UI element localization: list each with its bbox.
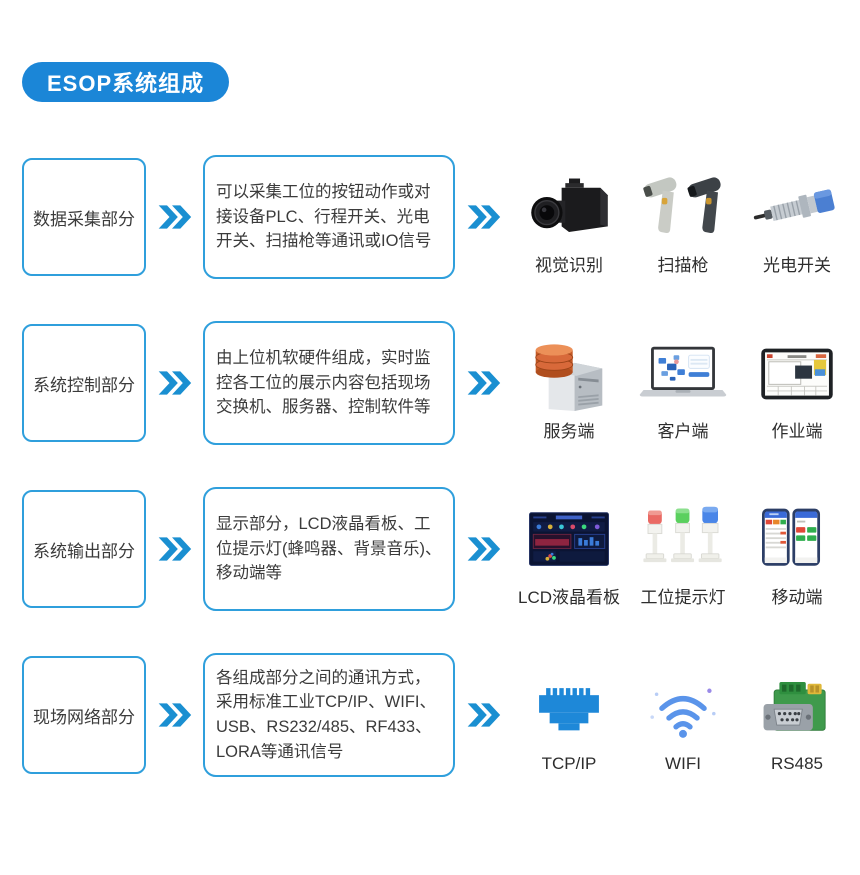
device-label: 移动端 [771,588,823,607]
device-items: TCP/IP [512,656,854,774]
double-chevron-icon [146,702,203,728]
row-data-acquisition: 数据采集部分 可以采集工位的按钮动作或对接设备PLC、行程开关、光电开关、扫描枪… [22,155,854,279]
double-chevron-icon [455,204,512,230]
device-label: 光电开关 [763,256,831,275]
device-item: TCP/IP [512,656,626,774]
row-system-control: 系统控制部分 由上位机软硬件组成，实时监控各工位的展示内容包括现场交换机、服务器… [22,321,854,445]
diagram-rows: 数据采集部分 可以采集工位的按钮动作或对接设备PLC、行程开关、光电开关、扫描枪… [22,155,854,819]
work-tablet-icon [750,335,844,413]
device-label: TCP/IP [541,754,597,773]
device-label: 作业端 [771,422,823,441]
tower-light-icon [636,501,730,579]
server-database-icon [522,335,616,413]
device-label: LCD液晶看板 [517,588,620,607]
device-label: 工位提示灯 [640,588,726,607]
device-item: WIFI [626,656,740,774]
device-item: 视觉识别 [512,158,626,276]
device-label: 服务端 [543,422,595,441]
laptop-client-icon [636,335,730,413]
lcd-dashboard-icon [522,501,616,579]
device-item: LCD液晶看板 [512,490,626,608]
double-chevron-icon [455,702,512,728]
device-label: 客户端 [657,422,709,441]
device-items: 服务端 [512,324,854,442]
device-item: 扫描枪 [626,158,740,276]
stage-description: 显示部分，LCD液晶看板、工位提示灯(蜂鸣器、背景音乐)、移动端等 [203,487,455,611]
stage-description: 各组成部分之间的通讯方式，采用标准工业TCP/IP、WIFI、USB、RS232… [203,653,455,777]
device-label: 视觉识别 [535,256,603,275]
device-item: 服务端 [512,324,626,442]
device-item: 光电开关 [740,158,854,276]
stage-label-box: 系统输出部分 [22,490,146,608]
device-items: 视觉识别 [512,158,854,276]
wifi-icon [639,672,727,750]
double-chevron-icon [146,536,203,562]
device-label: WIFI [665,754,701,773]
double-chevron-icon [455,370,512,396]
device-label: 扫描枪 [657,256,709,275]
industrial-camera-icon [522,169,616,247]
page-title: ESOP系统组成 [22,62,230,102]
row-field-network: 现场网络部分 各组成部分之间的通讯方式，采用标准工业TCP/IP、WIFI、US… [22,653,854,777]
rs485-module-icon [753,672,841,750]
double-chevron-icon [146,204,203,230]
device-item: 作业端 [740,324,854,442]
double-chevron-icon [455,536,512,562]
stage-description: 可以采集工位的按钮动作或对接设备PLC、行程开关、光电开关、扫描枪等通讯或IO信… [203,155,455,279]
stage-label-box: 系统控制部分 [22,324,146,442]
double-chevron-icon [146,370,203,396]
stage-description: 由上位机软硬件组成，实时监控各工位的展示内容包括现场交换机、服务器、控制软件等 [203,321,455,445]
device-label: RS485 [771,754,823,773]
barcode-scanner-icon [636,169,730,247]
photoelectric-switch-icon [750,169,844,247]
device-item: 移动端 [740,490,854,608]
ethernet-rj45-icon [525,672,613,750]
device-item: 工位提示灯 [626,490,740,608]
device-item: 客户端 [626,324,740,442]
device-item: RS485 [740,656,854,774]
row-system-output: 系统输出部分 显示部分，LCD液晶看板、工位提示灯(蜂鸣器、背景音乐)、移动端等 [22,487,854,611]
stage-label-box: 数据采集部分 [22,158,146,276]
mobile-phones-icon [750,501,844,579]
device-items: LCD液晶看板 [512,490,854,608]
stage-label-box: 现场网络部分 [22,656,146,774]
